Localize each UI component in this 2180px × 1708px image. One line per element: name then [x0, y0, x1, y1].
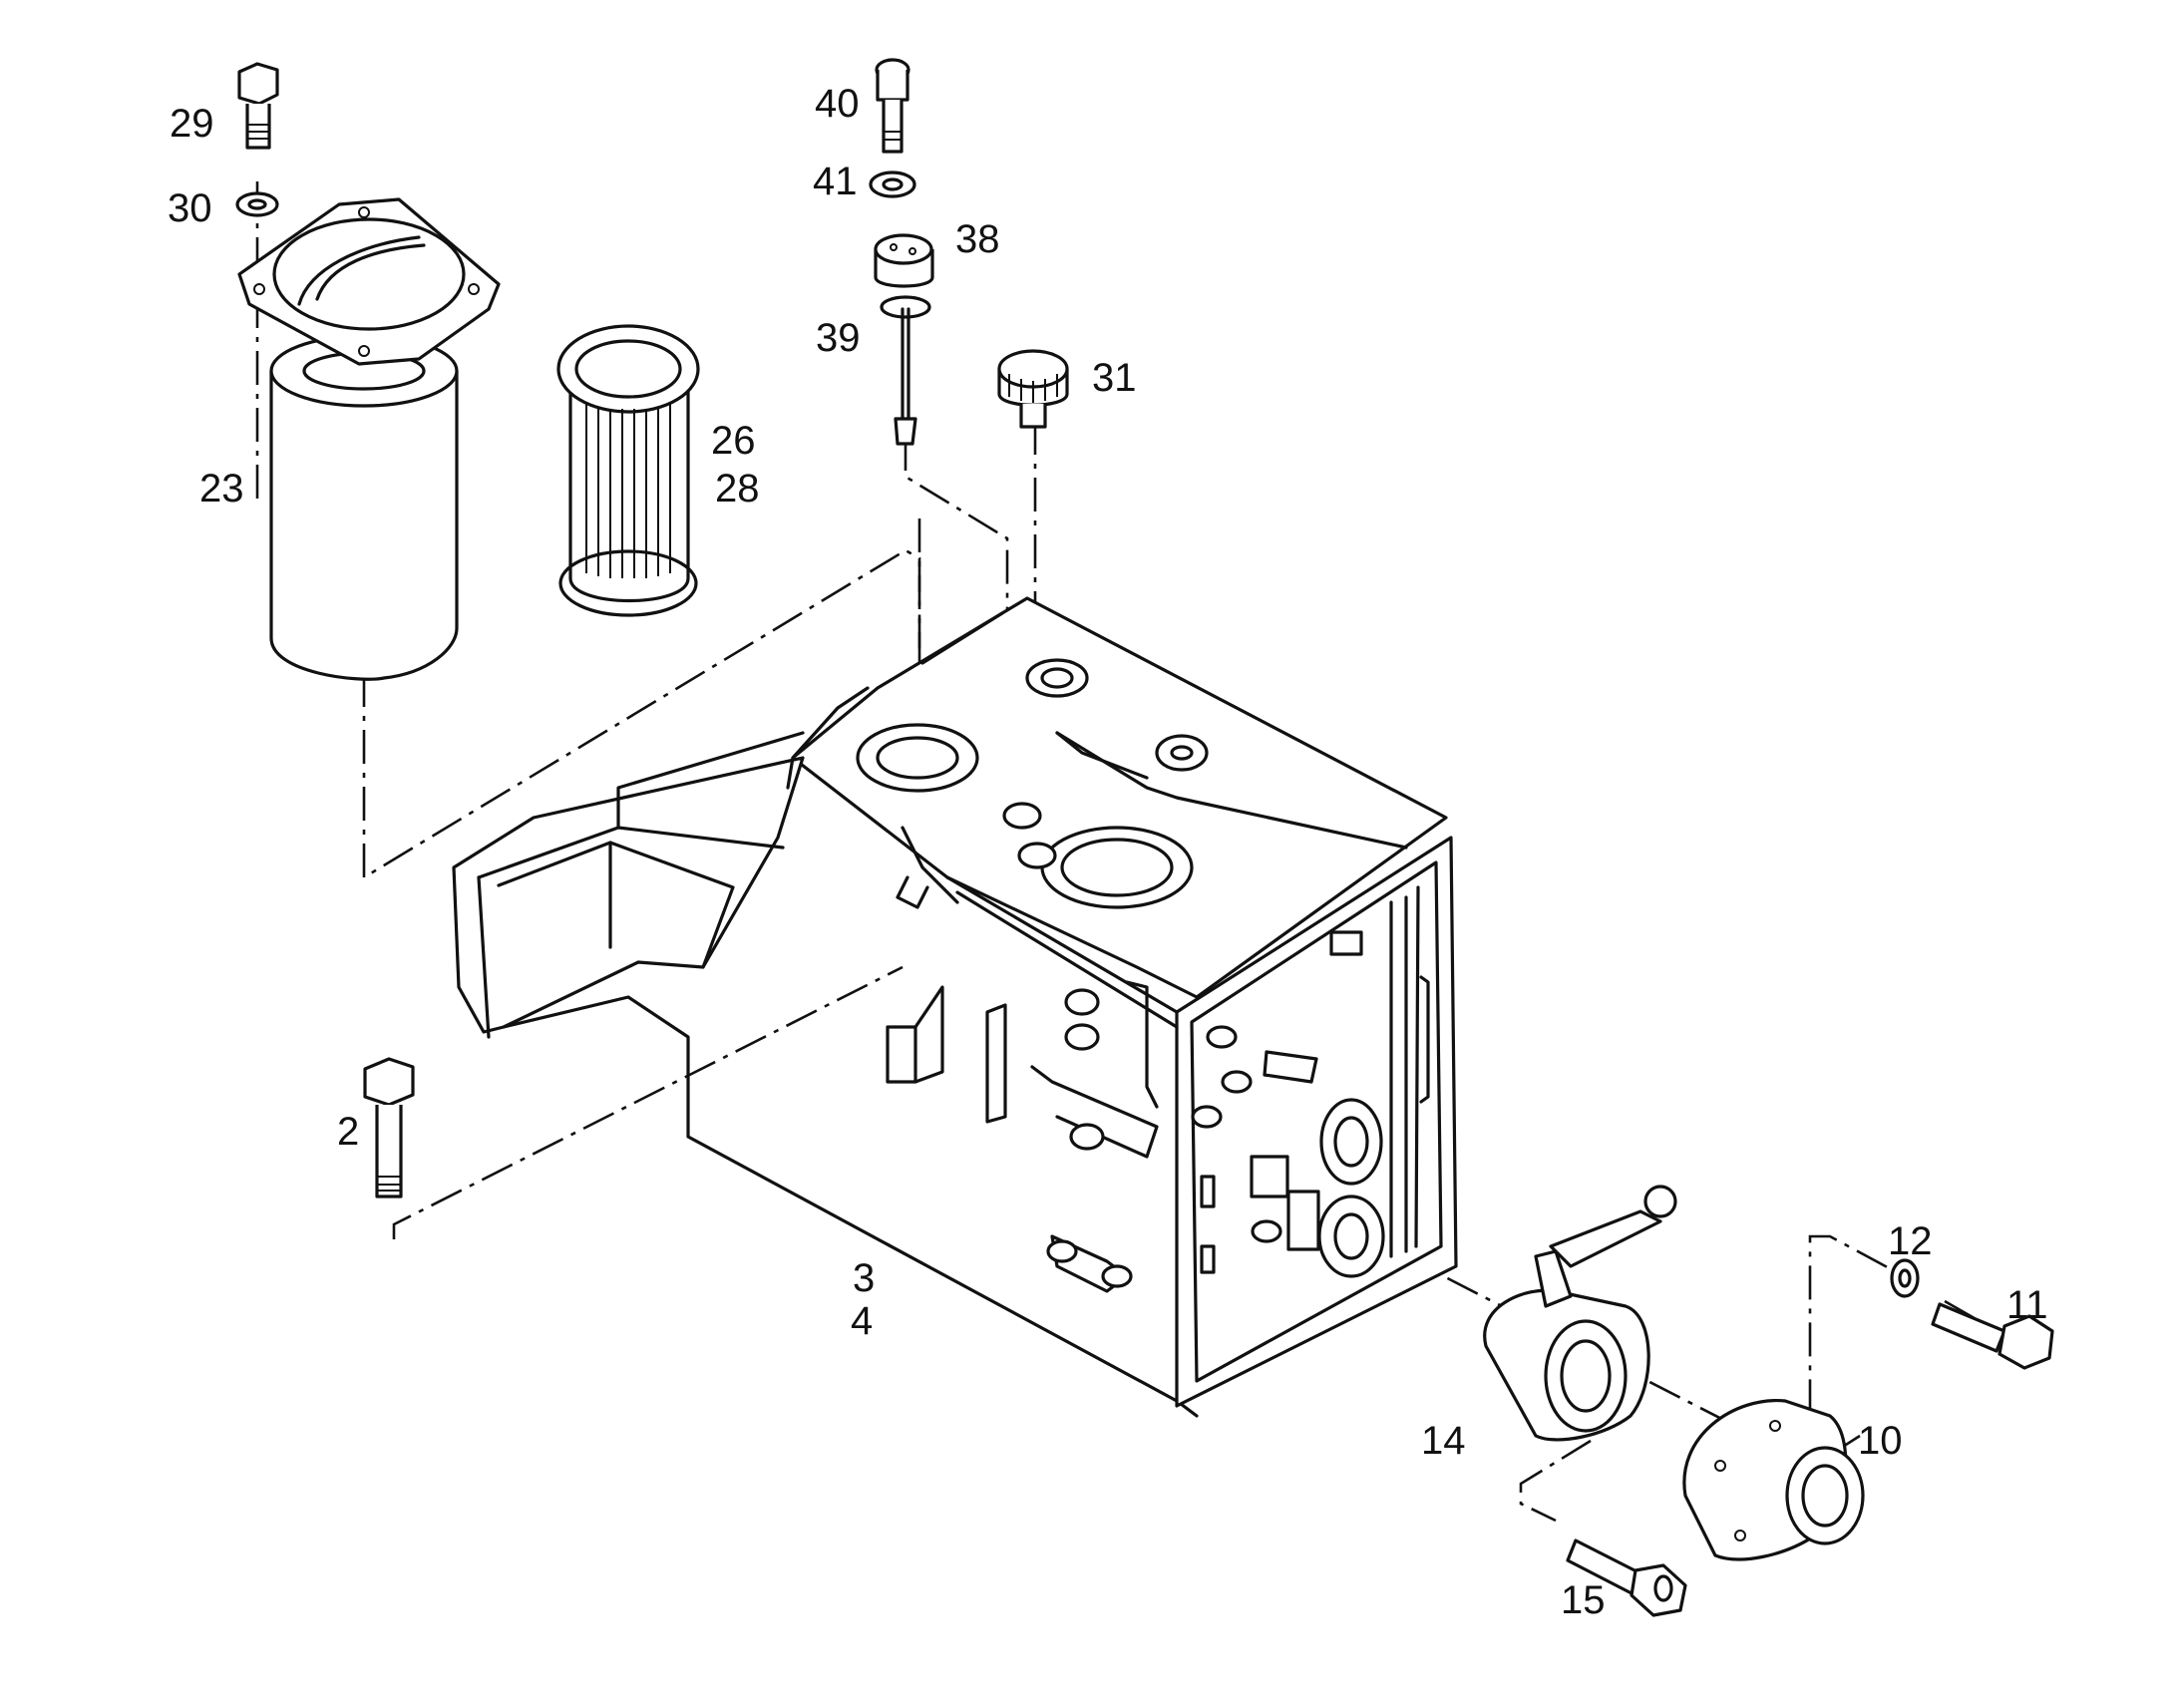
callout-30: 30 [168, 186, 212, 230]
callout-labels: 29 30 40 41 38 39 31 23 26 28 2 3 4 12 1… [168, 82, 2048, 1622]
bolt-29 [237, 62, 279, 150]
callout-29: 29 [170, 102, 214, 146]
callout-41: 41 [813, 160, 858, 203]
filter-cover [237, 197, 501, 366]
callout-2: 2 [337, 1110, 359, 1154]
bolt-2 [363, 1057, 415, 1198]
callout-26: 26 [711, 419, 756, 463]
breather-cap-31 [997, 349, 1069, 429]
callout-3: 3 [853, 1256, 875, 1300]
dipstick-39 [880, 295, 931, 446]
screw-40 [875, 58, 910, 154]
filter-housing [269, 334, 459, 681]
flange-10 [1682, 1399, 1865, 1561]
washer-12 [1890, 1258, 1920, 1298]
callout-10: 10 [1858, 1419, 1903, 1463]
washer-41 [869, 171, 916, 198]
filter-element [556, 324, 700, 617]
bolt-15 [1566, 1538, 1687, 1617]
callout-4: 4 [851, 1299, 873, 1343]
dipstick-cap-38 [874, 233, 934, 288]
callout-28: 28 [715, 467, 760, 511]
hydraulic-tank-housing [452, 596, 1458, 1418]
bolt-11 [1931, 1302, 2054, 1370]
callout-31: 31 [1092, 356, 1137, 400]
callout-12: 12 [1888, 1219, 1933, 1263]
callout-39: 39 [816, 316, 861, 360]
callout-38: 38 [955, 217, 1000, 261]
callout-23: 23 [199, 467, 244, 511]
callout-14: 14 [1421, 1419, 1466, 1463]
valve-14 [1483, 1185, 1677, 1442]
callout-15: 15 [1561, 1578, 1606, 1622]
washer-30 [235, 191, 279, 217]
callout-11: 11 [2006, 1283, 2048, 1327]
callout-40: 40 [815, 82, 860, 126]
